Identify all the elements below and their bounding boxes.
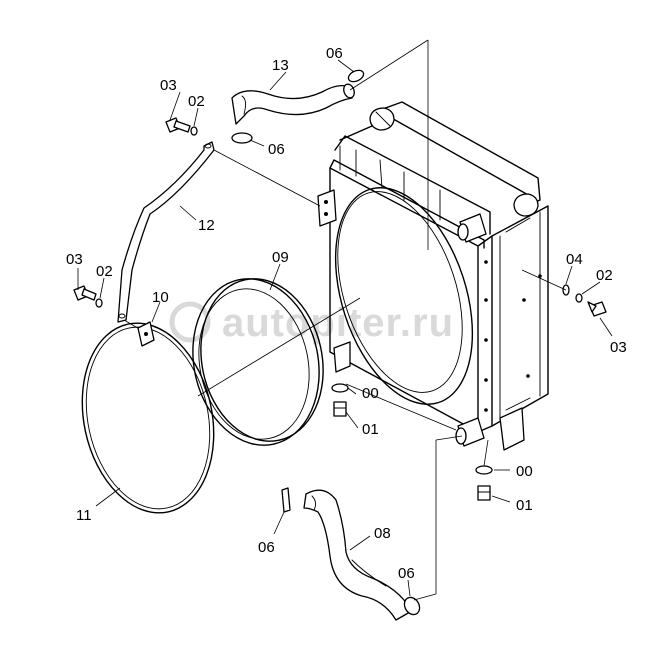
part-label-03-top: 03 xyxy=(160,77,177,94)
radiator-assembly xyxy=(317,40,549,594)
part-label-02-top: 02 xyxy=(188,93,205,110)
fan-guard-11 xyxy=(81,321,215,514)
part-label-04: 04 xyxy=(566,251,583,268)
hardware-fasteners xyxy=(73,117,607,501)
part-label-01-low: 01 xyxy=(516,497,533,514)
plug-01-mid xyxy=(333,401,347,417)
plug-01-low xyxy=(477,485,491,501)
part-label-03-right: 03 xyxy=(610,339,627,356)
part-label-02-right: 02 xyxy=(596,267,613,284)
washer-00-mid xyxy=(331,383,349,393)
bolt-03-right xyxy=(587,301,607,317)
part-label-11: 11 xyxy=(76,507,92,524)
lower-hose-08 xyxy=(281,435,463,621)
part-label-00-low: 00 xyxy=(516,463,533,480)
part-label-09: 09 xyxy=(272,249,289,266)
part-label-06-top: 06 xyxy=(326,45,343,62)
bolt-03-top xyxy=(165,117,191,133)
part-label-10: 10 xyxy=(152,289,169,306)
washer-00-low xyxy=(475,465,493,475)
washer-02-top xyxy=(190,126,198,136)
watermark-text: autopiter.ru xyxy=(222,301,454,345)
fan-ring-09 xyxy=(192,278,361,446)
washer-02-right xyxy=(575,293,583,303)
part-label-13: 13 xyxy=(272,57,289,74)
part-label-06-bottom-left: 06 xyxy=(258,539,275,556)
part-label-08: 08 xyxy=(374,525,391,542)
part-label-12: 12 xyxy=(198,217,215,234)
part-label-06-clamp: 06 xyxy=(268,141,285,158)
washer-02-left xyxy=(95,298,103,308)
label-leaders xyxy=(77,59,613,597)
part-label-06-bottom-right: 06 xyxy=(398,565,415,582)
part-label-02-left: 02 xyxy=(96,263,113,280)
part-label-00-mid: 00 xyxy=(362,385,379,402)
watermark: autopiter.ru xyxy=(169,301,454,345)
part-label-01-mid: 01 xyxy=(362,421,379,438)
bolt-03-left xyxy=(73,285,97,301)
part-label-03-left: 03 xyxy=(66,251,83,268)
part-labels: 13 06 06 03 02 12 03 02 09 10 11 04 02 0… xyxy=(66,45,627,582)
